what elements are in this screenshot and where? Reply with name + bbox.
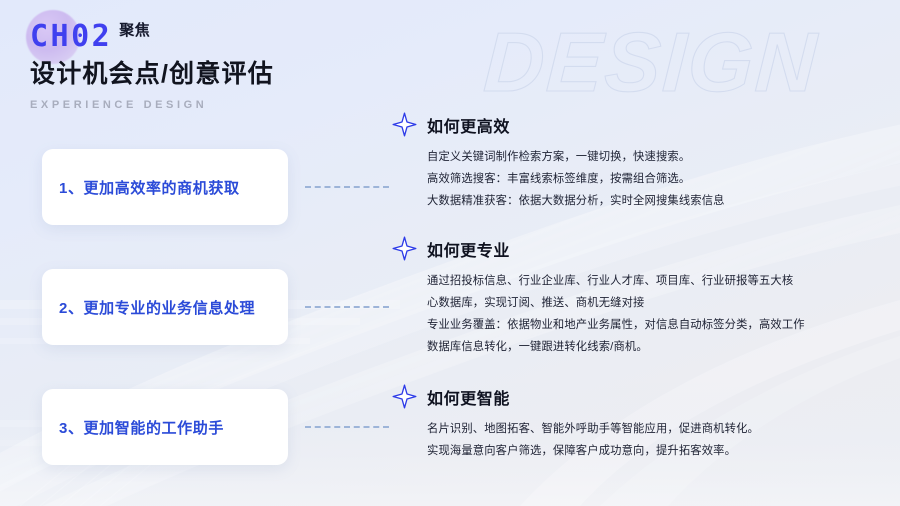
section-title: 如何更高效	[427, 118, 511, 136]
sparkle-icon	[392, 384, 417, 409]
connector-dashed-line	[305, 306, 389, 308]
section-line: 名片识别、地图拓客、智能外呼助手等智能应用，促进商机转化。	[427, 423, 759, 436]
content-section: 如何更高效 自定义关键词制作检索方案，一键切换，快速搜索。 高效筛选搜客：丰富线…	[392, 112, 884, 212]
connector-dashed-line	[305, 186, 389, 188]
content-section: 如何更专业 通过招投标信息、行业企业库、行业人才库、项目库、行业研报等五大核 心…	[392, 236, 884, 358]
chapter-code: CH02	[30, 19, 113, 54]
section-line: 自定义关键词制作检索方案，一键切换，快速搜索。	[427, 151, 691, 163]
sparkle-icon	[392, 112, 417, 137]
section-line: 实现海量意向客户筛选，保障客户成功意向，提升拓客效率。	[427, 445, 737, 458]
section-header: 如何更智能	[392, 384, 884, 409]
card-list: 1、更加高效率的商机获取 2、更加专业的业务信息处理 3、更加智能的工作助手	[42, 149, 389, 465]
section-title: 如何更专业	[427, 242, 511, 260]
card-label: 1、更加高效率的商机获取	[59, 179, 240, 197]
section-line: 高效筛选搜客：丰富线索标签维度，按需组合筛选。	[427, 173, 691, 186]
section-line: 数据库信息转化，一键跟进转化线索/商机。	[427, 341, 648, 354]
section-list: 如何更高效 自定义关键词制作检索方案，一键切换，快速搜索。 高效筛选搜客：丰富线…	[392, 112, 884, 484]
section-line: 心数据库，实现订阅、推送、商机无缝对接	[427, 297, 645, 310]
sparkle-icon	[392, 236, 417, 261]
section-body: 自定义关键词制作检索方案，一键切换，快速搜索。 高效筛选搜客：丰富线索标签维度，…	[392, 146, 884, 212]
section-line: 通过招投标信息、行业企业库、行业人才库、项目库、行业研报等五大核	[427, 275, 794, 288]
page-title: 设计机会点/创意评估	[30, 60, 274, 88]
section-title: 如何更智能	[427, 390, 511, 408]
card-item[interactable]: 2、更加专业的业务信息处理	[42, 269, 389, 345]
card-label: 2、更加专业的业务信息处理	[59, 299, 256, 317]
card-label: 3、更加智能的工作助手	[59, 419, 224, 437]
connector-dashed-line	[305, 426, 389, 428]
chapter-keyword: 聚焦	[119, 22, 151, 39]
section-header: 如何更高效	[392, 112, 884, 137]
card-item[interactable]: 1、更加高效率的商机获取	[42, 149, 389, 225]
content-section: 如何更智能 名片识别、地图拓客、智能外呼助手等智能应用，促进商机转化。 实现海量…	[392, 384, 884, 462]
chapter-line: CH02 聚焦	[30, 22, 274, 52]
design-watermark: DESIGN	[481, 14, 821, 109]
page-header: CH02 聚焦 设计机会点/创意评估 EXPERIENCE DESIGN	[30, 22, 274, 111]
page-subtitle: EXPERIENCE DESIGN	[30, 98, 208, 111]
section-body: 通过招投标信息、行业企业库、行业人才库、项目库、行业研报等五大核 心数据库，实现…	[392, 270, 884, 358]
section-header: 如何更专业	[392, 236, 884, 261]
section-line: 专业业务覆盖：依据物业和地产业务属性，对信息自动标签分类，高效工作	[427, 319, 805, 332]
card-item[interactable]: 3、更加智能的工作助手	[42, 389, 389, 465]
section-body: 名片识别、地图拓客、智能外呼助手等智能应用，促进商机转化。 实现海量意向客户筛选…	[392, 418, 884, 462]
section-line: 大数据精准获客：依据大数据分析，实时全网搜集线索信息	[427, 195, 725, 208]
